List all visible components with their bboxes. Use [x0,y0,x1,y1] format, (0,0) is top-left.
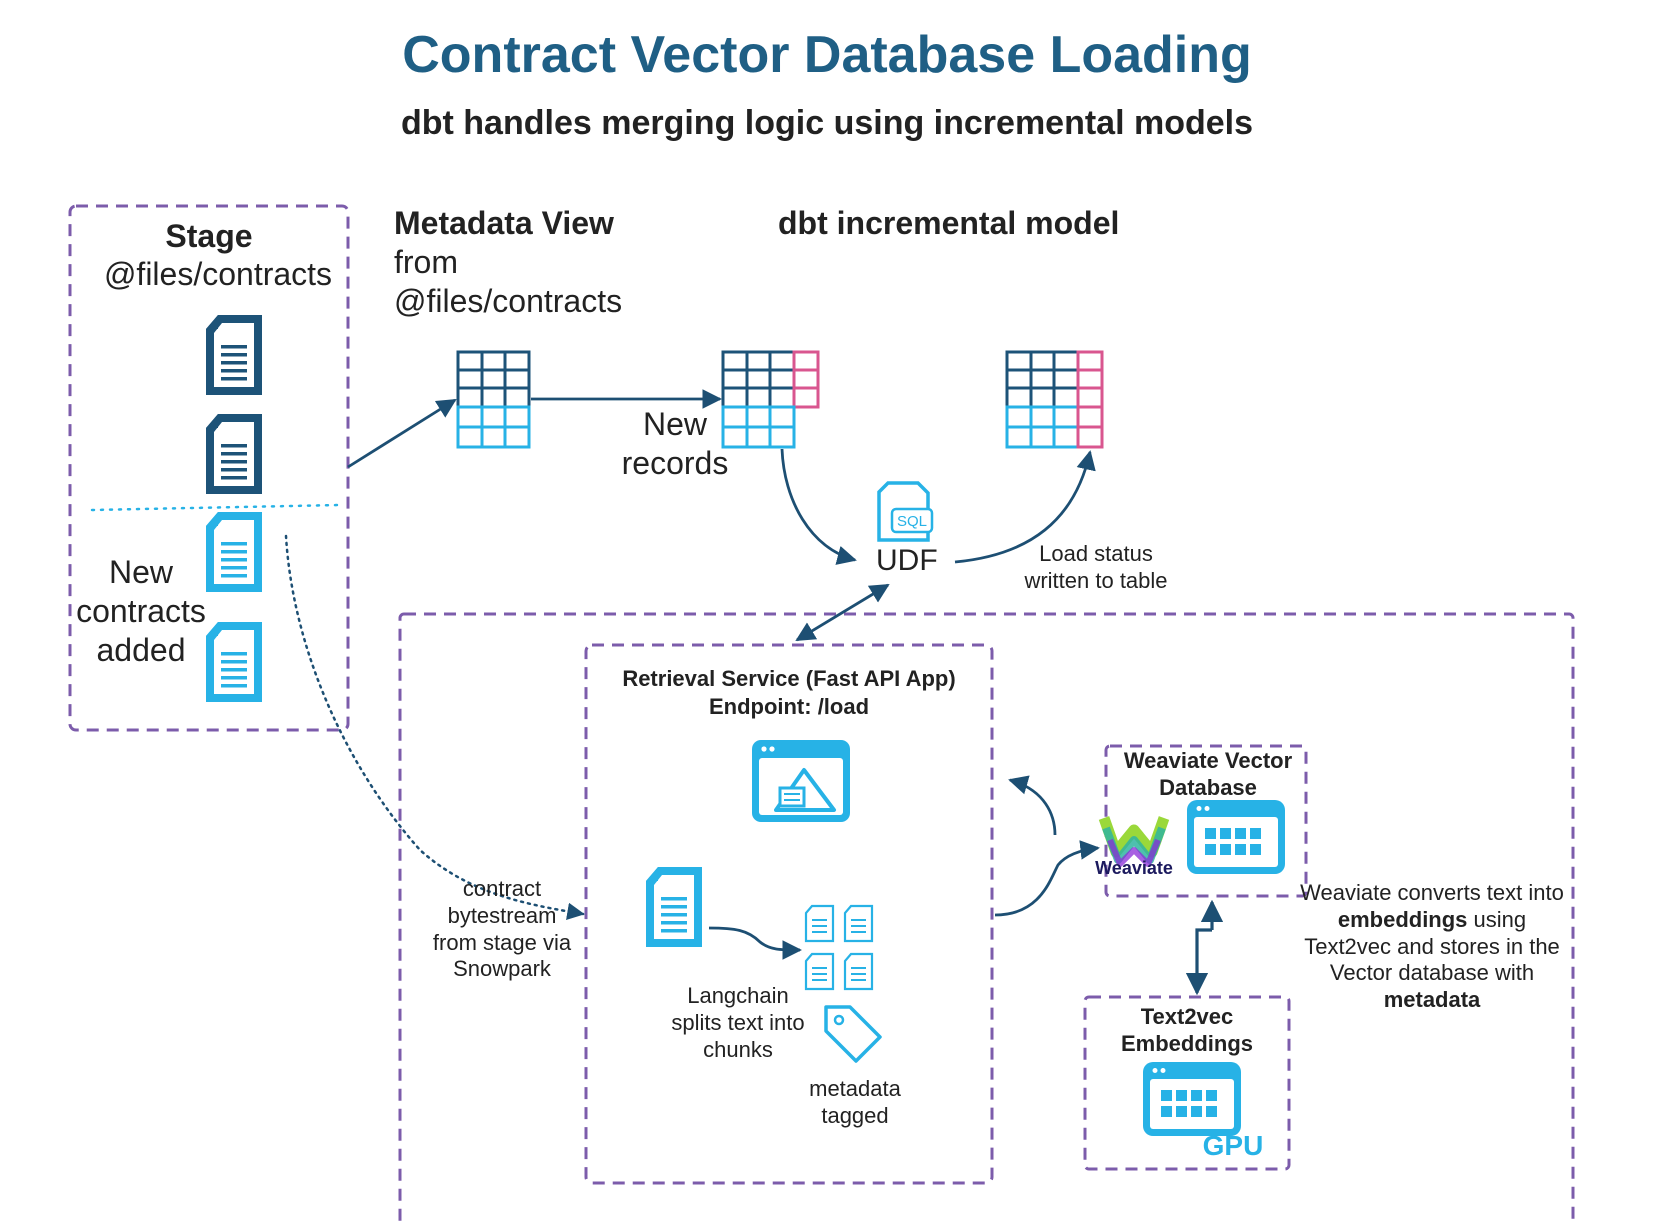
weaviate-box [1104,744,1308,898]
weaviate-note: Weaviate converts text into embeddings u… [1300,880,1564,1014]
stage-to-view-arrow [347,398,457,469]
contract-document-icon [646,867,702,947]
weaviate-db-title: Weaviate Vector Database [1123,748,1293,800]
stage-document-icon [206,414,262,494]
retrieval-service-endpoint: Endpoint: /load [708,694,870,719]
weaviate-to-service-arrow-a [1008,775,1057,836]
chunk-icon [804,904,835,943]
load-status-label: Load status written to table [1024,541,1168,593]
fastapi-app-icon [752,740,850,822]
chunk-icon [843,904,874,943]
chunk-icon [843,952,874,991]
weaviate-note-embeddings: embeddings [1337,906,1468,932]
weaviate-text2vec-arrow-bottom [1185,928,1212,996]
udf-label: UDF [876,544,938,577]
text2vec-title: Text2vec Embeddings [1120,1004,1253,1056]
stage-path: @files/contracts [103,256,333,292]
gpu-database-icon [1143,1062,1241,1136]
sql-file-icon: SQL [877,481,934,542]
langchain-split-arrow [708,926,802,960]
page-title: Contract Vector Database Loading [402,26,1252,84]
weaviate-note-metadata: metadata [1383,987,1481,1013]
bytestream-dotted-arrow [284,534,585,920]
udf-to-service-arrow [795,583,890,642]
stage-box [68,204,350,732]
retrieval-service-box [584,643,994,1185]
stage-document-icon [206,315,262,395]
weaviate-note-part2: using Text2vec and stores in the Vector … [1304,906,1560,986]
metadata-view-from: from [394,244,458,280]
new-records-label: New records [621,406,729,482]
gpu-label: GPU [1203,1130,1264,1161]
stage-title: Stage [165,218,253,254]
metadata-tagged-label: metadata tagged [809,1076,901,1128]
new-records-to-udf-arrow [780,448,857,565]
weaviate-note-part1: Weaviate converts text into [1300,880,1564,905]
tag-icon [824,1005,882,1063]
service-to-weaviate-arrow [994,840,1100,917]
stage-divider [90,503,342,512]
contract-bytestream-label: contract bytestream from stage via Snowp… [432,876,572,982]
metadata-view-table-icon [456,350,531,449]
snowpark-container-box [398,612,1575,1223]
text2vec-box [1083,995,1291,1171]
dbt-model-title: dbt incremental model [778,205,1120,241]
weaviate-logo-icon [1098,816,1170,867]
langchain-label: Langchain splits text into chunks [671,983,805,1062]
sql-badge: SQL [897,513,927,530]
incremental-table-icon [721,350,820,449]
new-contracts-label: New contracts added [76,554,206,669]
udf-to-table-arrow [954,450,1096,564]
metadata-view-title: Metadata View [394,205,614,241]
page-subtitle: dbt handles merging logic using incremen… [400,104,1254,142]
metadata-view-path: @files/contracts [394,283,623,319]
weaviate-logo-text: Weaviate [1095,858,1173,878]
result-table-icon [1005,350,1104,449]
retrieval-service-title: Retrieval Service (Fast API App) [622,666,956,691]
vector-database-icon [1187,800,1285,874]
